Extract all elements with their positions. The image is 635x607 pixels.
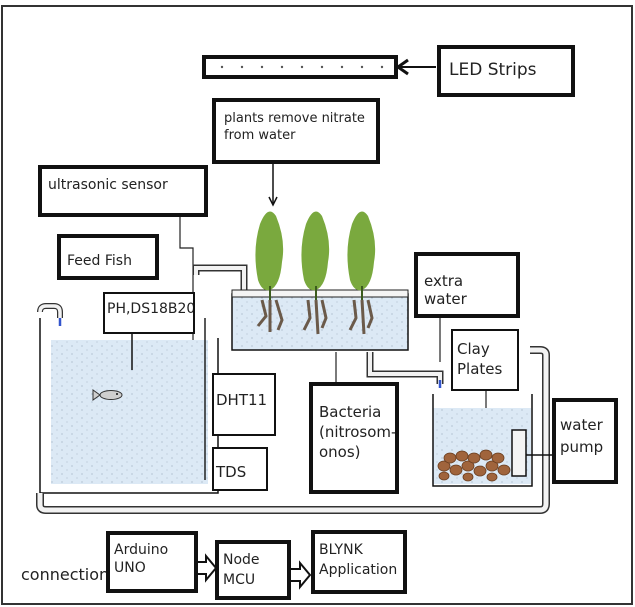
- bacteria-label: Bacteria (nitrosom-onos): [309, 382, 399, 494]
- plants-label: plants remove nitrate from water: [212, 98, 380, 164]
- return-pipe: [37, 303, 63, 326]
- plant-2: [301, 211, 330, 335]
- led-strip: [202, 55, 398, 79]
- clay-plates-label: Clay Plates: [451, 329, 519, 391]
- extra-water-label: extra water: [414, 252, 520, 318]
- fish-icon: [92, 389, 123, 401]
- tds-label: TDS: [212, 447, 268, 491]
- feed-fish-label: Feed Fish: [57, 234, 159, 280]
- dht11-label: DHT11: [212, 373, 276, 436]
- drain-pipe: [366, 352, 444, 388]
- plant-1: [255, 211, 284, 332]
- plant-3: [347, 211, 376, 335]
- led-arrow: [395, 58, 436, 76]
- diagram-frame: [1, 5, 633, 605]
- bottom-pipe: [36, 346, 550, 514]
- grow-bed: [231, 289, 409, 351]
- connection-arrow-2: [289, 560, 312, 590]
- water-pump-label: water pump: [552, 398, 618, 484]
- ultrasonic-sensor-label: ultrasonic sensor: [38, 165, 208, 217]
- plants-arrow: [268, 162, 278, 207]
- fish-tank: [39, 318, 219, 494]
- connection-arrow-1: [195, 553, 218, 583]
- plants: [255, 211, 376, 335]
- node-mcu-box: Node MCU: [215, 540, 291, 600]
- blynk-application-box: BLYNK Application: [311, 530, 407, 594]
- clay-pebbles: [437, 449, 511, 482]
- arduino-uno-box: Arduino UNO: [106, 531, 198, 593]
- connection-label: connection: [21, 565, 110, 584]
- feed-pipe: [192, 264, 248, 290]
- led-strips-label: LED Strips: [437, 45, 575, 97]
- pump-icon: [511, 429, 552, 477]
- ultrasonic-wire: [179, 216, 194, 420]
- ph-sensor-label: PH,DS18B20: [103, 292, 195, 334]
